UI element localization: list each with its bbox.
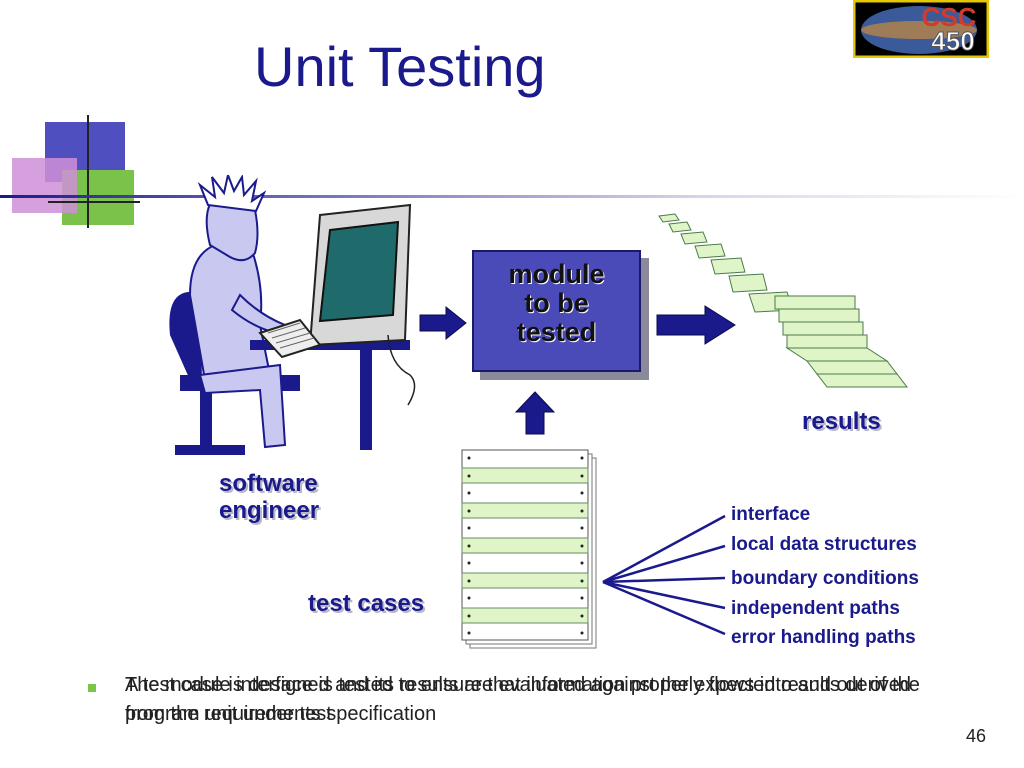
test-item-error-handling-paths: error handling paths — [731, 627, 916, 648]
arrow-module-to-results — [655, 305, 737, 350]
test-item-boundary-conditions: boundary conditions — [731, 568, 919, 589]
fan-lines-graphic — [602, 514, 726, 636]
right-arrow-icon — [419, 305, 467, 341]
decorative-squares — [0, 110, 140, 235]
bullet-marker — [88, 684, 96, 692]
test-item-local-data-structures: local data structures — [731, 534, 917, 555]
test-item-interface: interface — [731, 504, 811, 525]
test-cases-graphic — [461, 449, 597, 649]
logo-graphic: CSC 450 — [852, 0, 990, 59]
module-label-line1: module — [508, 259, 605, 289]
test-items-fan — [595, 510, 735, 640]
module-under-test-box: module to be tested — [472, 250, 641, 372]
slide-title: Unit Testing — [254, 35, 546, 98]
page-number: 46 — [966, 726, 987, 746]
test-cases-label: test cases — [308, 590, 425, 617]
title-underline — [0, 195, 1024, 198]
results-printout — [655, 210, 915, 410]
engineer-label-line1: software — [219, 470, 318, 497]
results-label: results — [802, 408, 881, 435]
svg-text:450: 450 — [931, 26, 974, 56]
printout-graphic — [658, 213, 909, 388]
test-item-independent-paths: independent paths — [731, 598, 900, 619]
engineer-at-computer-graphic — [169, 171, 416, 455]
decorative-squares-graphic — [12, 115, 140, 228]
test-cases-stack — [458, 446, 608, 651]
right-arrow-icon — [656, 305, 736, 345]
engineer-label-line2: engineer — [219, 497, 320, 524]
svg-text:CSC: CSC — [922, 2, 977, 32]
csc-logo: CSC 450 — [852, 0, 990, 59]
up-arrow-icon — [514, 391, 556, 435]
bullet-text-overlap: A test case is designed and its results … — [125, 674, 912, 725]
arrow-testcases-to-module — [514, 390, 556, 441]
bullet-text: The module interface is tested to ensure… — [125, 674, 920, 725]
arrow-engineer-to-module — [418, 305, 468, 346]
module-label-line3: tested — [516, 317, 597, 347]
engineer-illustration — [160, 171, 420, 465]
module-label-line2: to be — [524, 288, 589, 318]
